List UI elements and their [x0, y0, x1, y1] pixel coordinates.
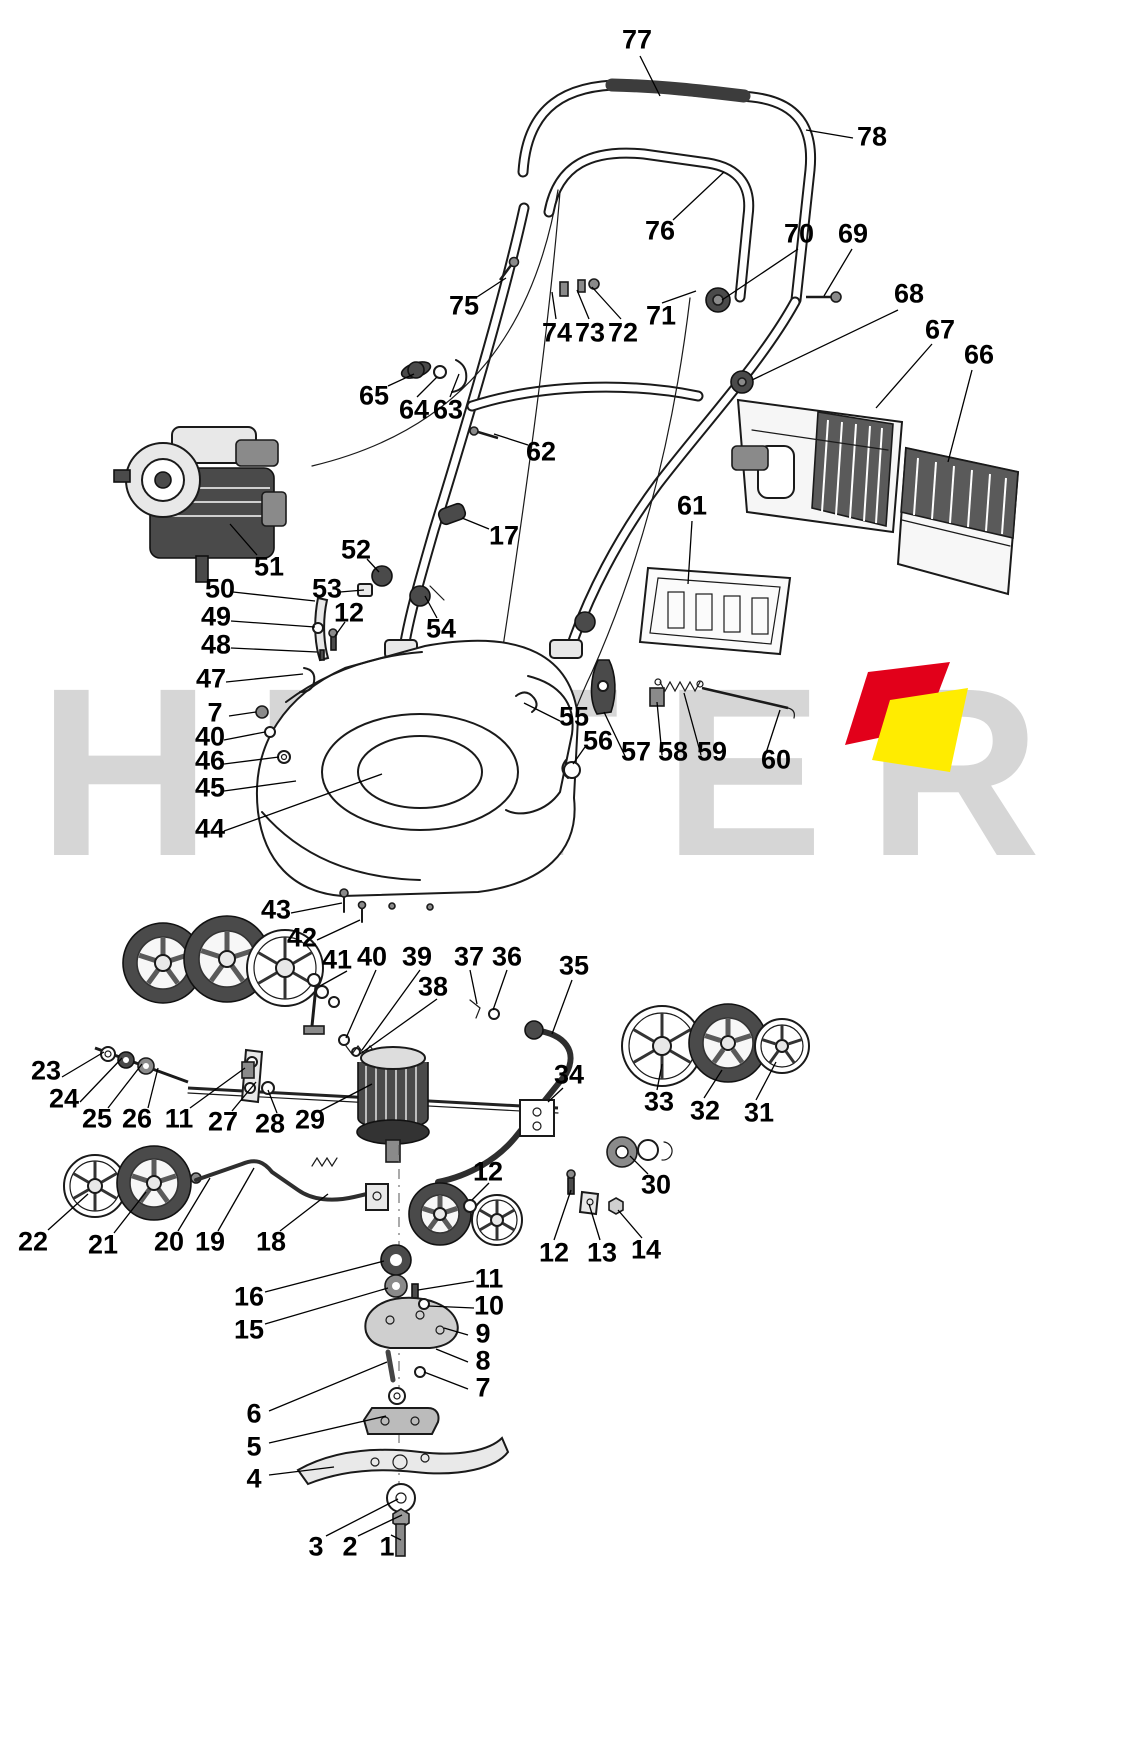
leader-lines [47, 55, 973, 1541]
front-wheels [122, 915, 340, 1008]
door-lever-parts [515, 659, 795, 779]
grass-catcher-panels [638, 398, 1020, 656]
handle-knobs-fasteners [255, 256, 842, 764]
brand-logo [845, 662, 968, 772]
bottom-center-wheels [408, 1169, 624, 1246]
rear-left-wheels-crank [63, 1145, 389, 1221]
engine [113, 426, 287, 583]
mower-deck [255, 639, 580, 923]
height-adjuster [435, 1020, 574, 1185]
blade-assembly [296, 1244, 510, 1557]
handlebar [384, 78, 817, 659]
rear-right-wheels [606, 1003, 810, 1168]
gearbox [356, 1046, 430, 1555]
